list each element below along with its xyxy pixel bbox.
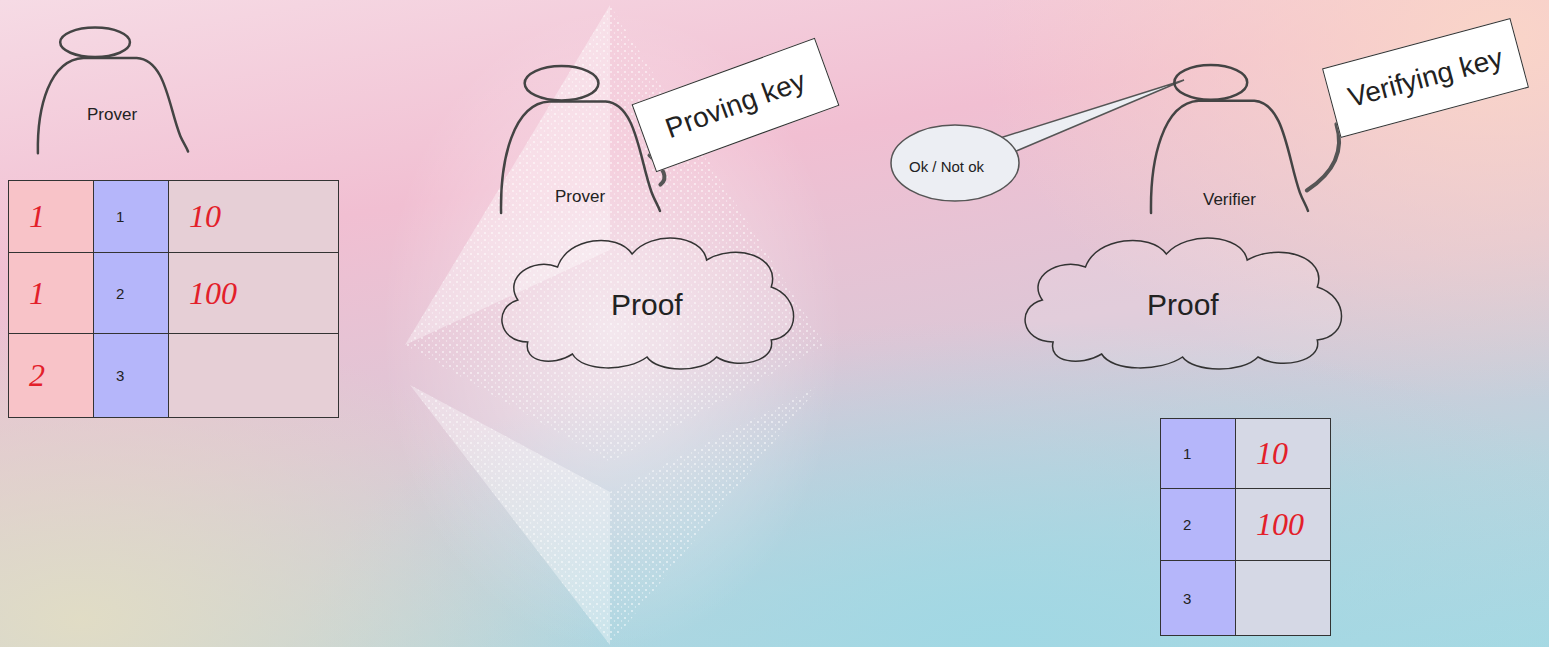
- table-cell: 10: [1235, 418, 1331, 489]
- role-label: Prover: [87, 105, 137, 125]
- row-number: 3: [1161, 590, 1191, 607]
- proof-cloud: Proof: [488, 222, 806, 372]
- key-tag: Proving key: [631, 38, 839, 172]
- row-number: 2: [1161, 516, 1191, 533]
- table-cell: 1: [8, 252, 94, 334]
- table-cell: 100: [1235, 488, 1331, 561]
- table-cell: 3: [1160, 560, 1236, 636]
- table-cell: 2: [93, 252, 169, 334]
- role-label: Verifier: [1203, 190, 1256, 210]
- table-cell: 2: [8, 333, 94, 418]
- table-cell: 3: [93, 333, 169, 418]
- table-cell: 1: [1160, 418, 1236, 489]
- row-number: 3: [94, 367, 124, 384]
- key-tag: Verifying key: [1322, 18, 1529, 138]
- handwritten-value: 10: [169, 198, 221, 235]
- key-label: Proving key: [661, 65, 809, 145]
- ethereum-diamond: [405, 5, 825, 645]
- table-cell: 10: [168, 180, 339, 253]
- role-label: Prover: [555, 187, 605, 207]
- handwritten-value: 10: [1236, 435, 1288, 472]
- verifier-figure: Verifier: [1148, 62, 1310, 215]
- speech-tail: [1000, 80, 1184, 152]
- table-cell: 2: [1160, 488, 1236, 561]
- row-number: 1: [94, 208, 124, 225]
- table-cell: 1: [8, 180, 94, 253]
- key-label: Verifying key: [1344, 42, 1506, 114]
- handwritten-value: 1: [9, 275, 45, 312]
- table-cell: 1: [93, 180, 169, 253]
- prover-figure: Prover: [35, 25, 190, 155]
- speech-bubble: Ok / Not ok: [890, 124, 1020, 202]
- prover-figure: Prover: [498, 63, 662, 215]
- proof-cloud: Proof: [1010, 222, 1355, 372]
- proof-label: Proof: [611, 288, 683, 322]
- row-number: 1: [1161, 445, 1191, 462]
- figure-outline: [35, 25, 190, 155]
- proof-label: Proof: [1147, 288, 1219, 322]
- handwritten-value: 100: [169, 275, 237, 312]
- table-cell: [1235, 560, 1331, 636]
- table-cell: [168, 333, 339, 418]
- row-number: 2: [94, 285, 124, 302]
- handwritten-value: 100: [1236, 506, 1304, 543]
- handwritten-value: 1: [9, 198, 45, 235]
- handwritten-value: 2: [9, 357, 45, 394]
- speech-text: Ok / Not ok: [909, 158, 989, 176]
- table-cell: 100: [168, 252, 339, 334]
- key-holder-line: [1307, 124, 1339, 190]
